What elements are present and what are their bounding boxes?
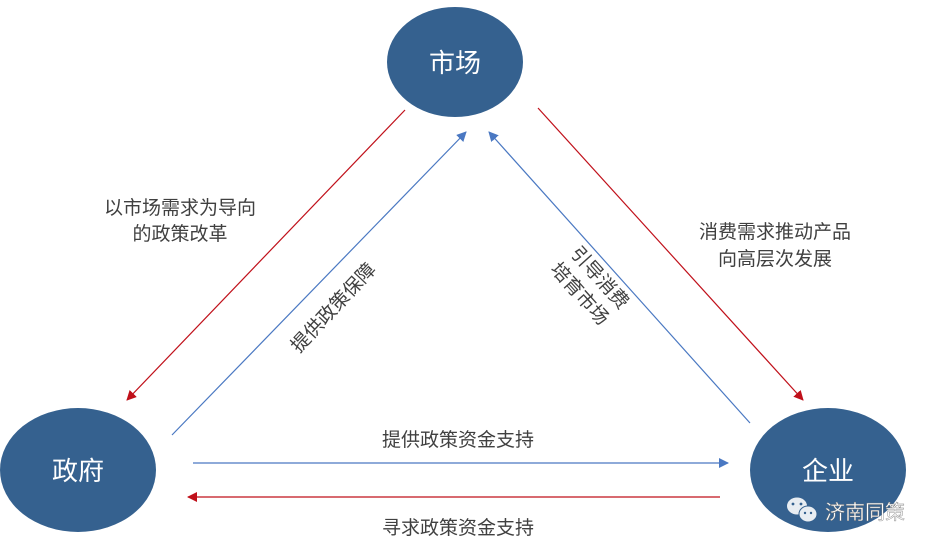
arrow-market-to-government	[126, 109, 406, 401]
label-consumption-demand-2: 向高层次发展	[718, 248, 832, 270]
wechat-icon	[787, 497, 818, 523]
label-consumption-demand-1: 消费需求推动产品	[699, 221, 851, 243]
watermark: 济南同策	[787, 497, 905, 524]
node-market: 市场	[387, 7, 523, 117]
label-seek-funding: 寻求政策资金支持	[382, 517, 534, 539]
label-policy-guarantee: 提供政策保障	[287, 259, 381, 357]
label-policy-reform-2: 的政策改革	[132, 223, 227, 245]
label-provide-funding: 提供政策资金支持	[382, 429, 534, 451]
node-government: 政府	[0, 408, 156, 532]
arrow-market-to-enterprise	[537, 107, 804, 401]
node-market-label: 市场	[429, 49, 481, 79]
node-enterprise-label: 企业	[802, 457, 854, 487]
label-policy-reform-1: 以市场需求为导向	[104, 197, 256, 219]
arrow-government-to-market	[171, 131, 467, 436]
watermark-text: 济南同策	[825, 500, 905, 524]
node-government-label: 政府	[52, 457, 104, 487]
arrow-enterprise-to-market	[488, 131, 751, 424]
